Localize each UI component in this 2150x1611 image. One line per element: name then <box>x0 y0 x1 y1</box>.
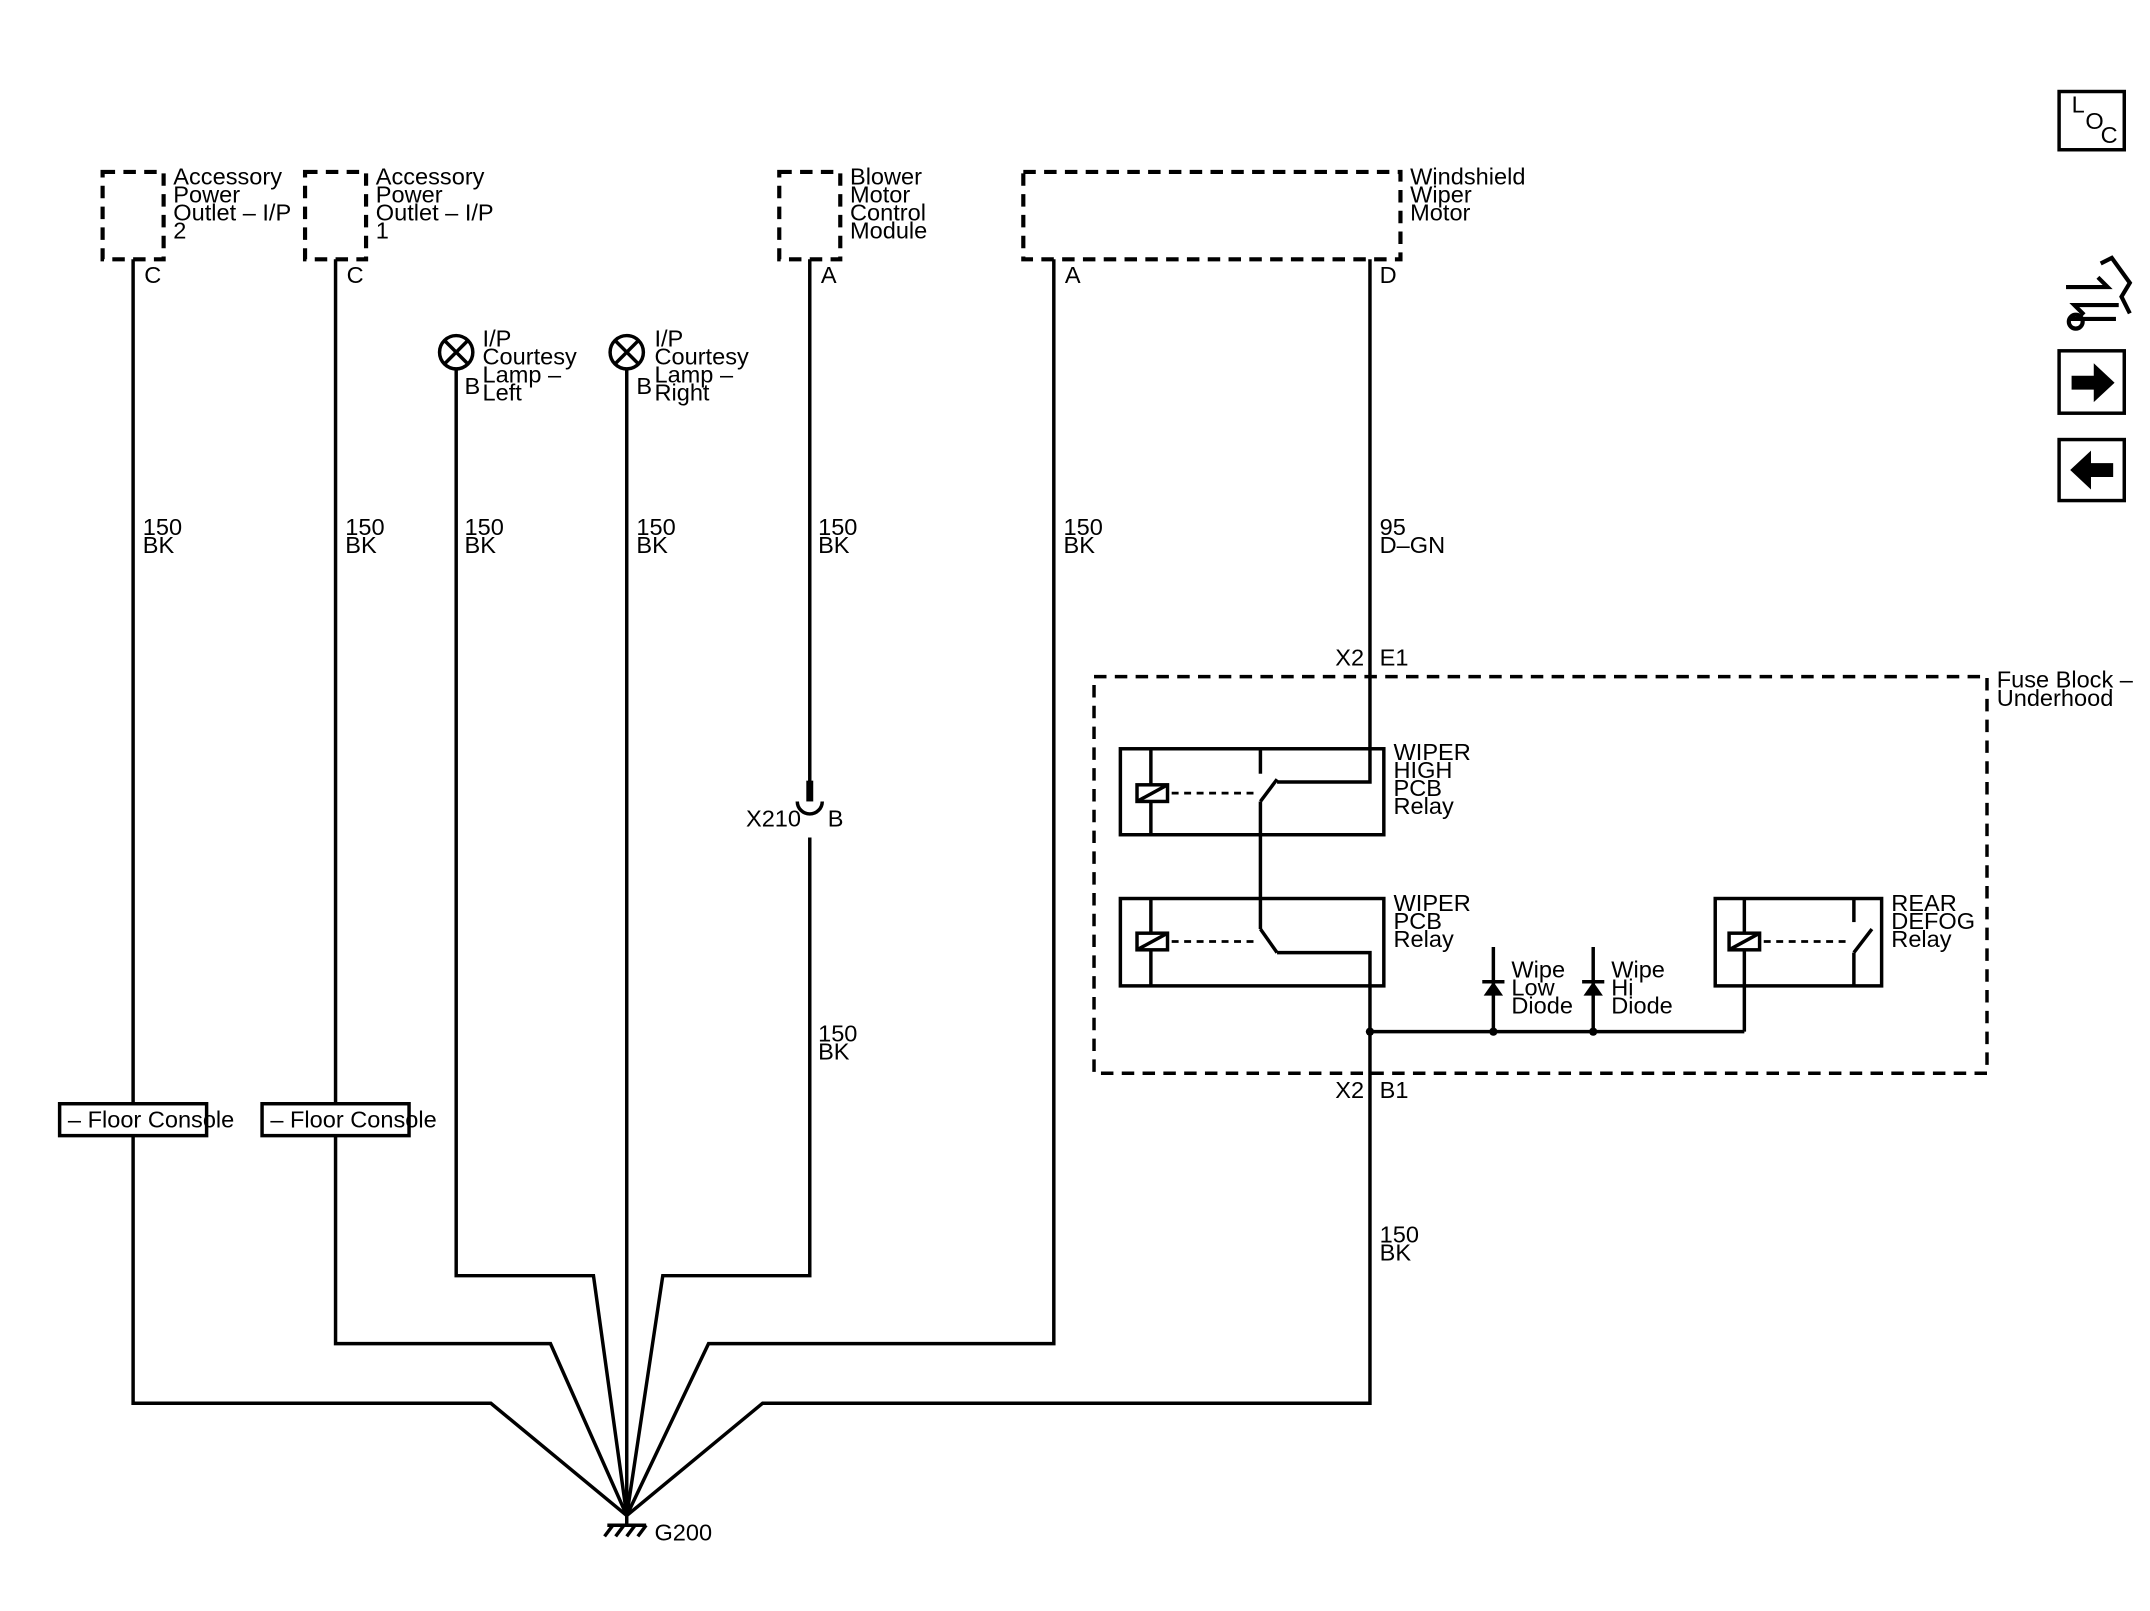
floor-console-label-2: – Floor Console <box>270 1106 436 1132</box>
ground-icon <box>603 1515 648 1538</box>
relay-pcb-label: WIPER PCB Relay <box>1394 890 1478 952</box>
outlet-ip2-label: Accessory Power Outlet – I/P 2 <box>173 163 297 243</box>
junction-dot <box>1489 1027 1498 1036</box>
wire-wiper-a <box>625 259 1056 1517</box>
wiper-motor-box <box>1021 169 1403 262</box>
wire-outlet-ip1 <box>333 259 629 1517</box>
loc-letter-c: C <box>2101 122 2118 148</box>
loc-letter-o: O <box>2085 108 2103 134</box>
junction-dot <box>1365 1027 1375 1036</box>
pin-wiper-d: D <box>1380 262 1397 288</box>
floor-console-box-2 <box>260 1102 411 1138</box>
pin-lamp-left: B <box>465 373 481 399</box>
blower-box <box>777 169 843 262</box>
wire-outlet-ip2 <box>131 259 628 1517</box>
x210-connector <box>795 780 824 816</box>
floor-console-label-1: – Floor Console <box>68 1106 234 1132</box>
lamp-left-label: I/P Courtesy Lamp – Left <box>483 326 584 406</box>
x210-label: X210 <box>746 805 801 831</box>
diode-hi-label: Wipe Hi Diode <box>1611 957 1673 1019</box>
pin-lamp-right: B <box>636 373 652 399</box>
diode-low-label: Wipe Low Diode <box>1511 957 1573 1019</box>
x2-e1-pin: E1 <box>1380 645 1409 671</box>
loc-letter-l: L <box>2072 91 2085 117</box>
pin-outlet-ip2: C <box>144 262 161 288</box>
x2-b1-connector: X2 <box>1335 1077 1364 1103</box>
arrow-right-icon[interactable] <box>2057 349 2127 415</box>
wipe-low-diode-icon <box>1482 979 1505 996</box>
arrow-left-icon[interactable] <box>2057 437 2127 503</box>
connector-component-icon[interactable] <box>2066 255 2133 331</box>
outlet-ip1-label: Accessory Power Outlet – I/P 1 <box>376 163 500 243</box>
wiper-high-relay <box>1118 747 1386 837</box>
x2-e1-connector: X2 <box>1335 645 1364 671</box>
fuse-block-box <box>1092 674 1989 1075</box>
lamp-right-label: I/P Courtesy Lamp – Right <box>654 326 755 406</box>
lamp-left-icon <box>437 333 475 371</box>
wire-blower <box>625 259 812 1516</box>
wiper-pcb-relay <box>1118 801 1386 1032</box>
wiper-motor-label: Windshield Wiper Motor <box>1410 163 1532 225</box>
fuse-block-label: Fuse Block – Underhood <box>1997 667 2140 711</box>
floor-console-box-1 <box>57 1102 209 1138</box>
x2-b1-pin: B1 <box>1380 1077 1409 1103</box>
pin-blower: A <box>821 262 837 288</box>
pin-outlet-ip1: C <box>347 262 364 288</box>
relay-defog-label: REAR DEFOG Relay <box>1891 890 1981 952</box>
x210-pin: B <box>828 805 844 831</box>
wires <box>131 259 1372 1517</box>
wipe-hi-diode-icon <box>1582 979 1605 996</box>
wire-lamp-left <box>454 368 629 1516</box>
ground-label: G200 <box>654 1520 712 1546</box>
wire-wiper-b1 <box>625 1031 1372 1517</box>
blower-label: Blower Motor Control Module <box>850 163 933 243</box>
rear-defog-relay <box>1713 896 1884 1032</box>
relay-high-label: WIPER HIGH PCB Relay <box>1394 739 1478 819</box>
pin-wiper-a: A <box>1065 262 1081 288</box>
loc-icon[interactable]: L O C <box>2057 89 2127 152</box>
outlet-ip1-box <box>302 169 369 262</box>
junction-dot <box>1589 1027 1598 1036</box>
outlet-ip2-box <box>100 169 166 262</box>
lamp-right-icon <box>608 333 646 371</box>
